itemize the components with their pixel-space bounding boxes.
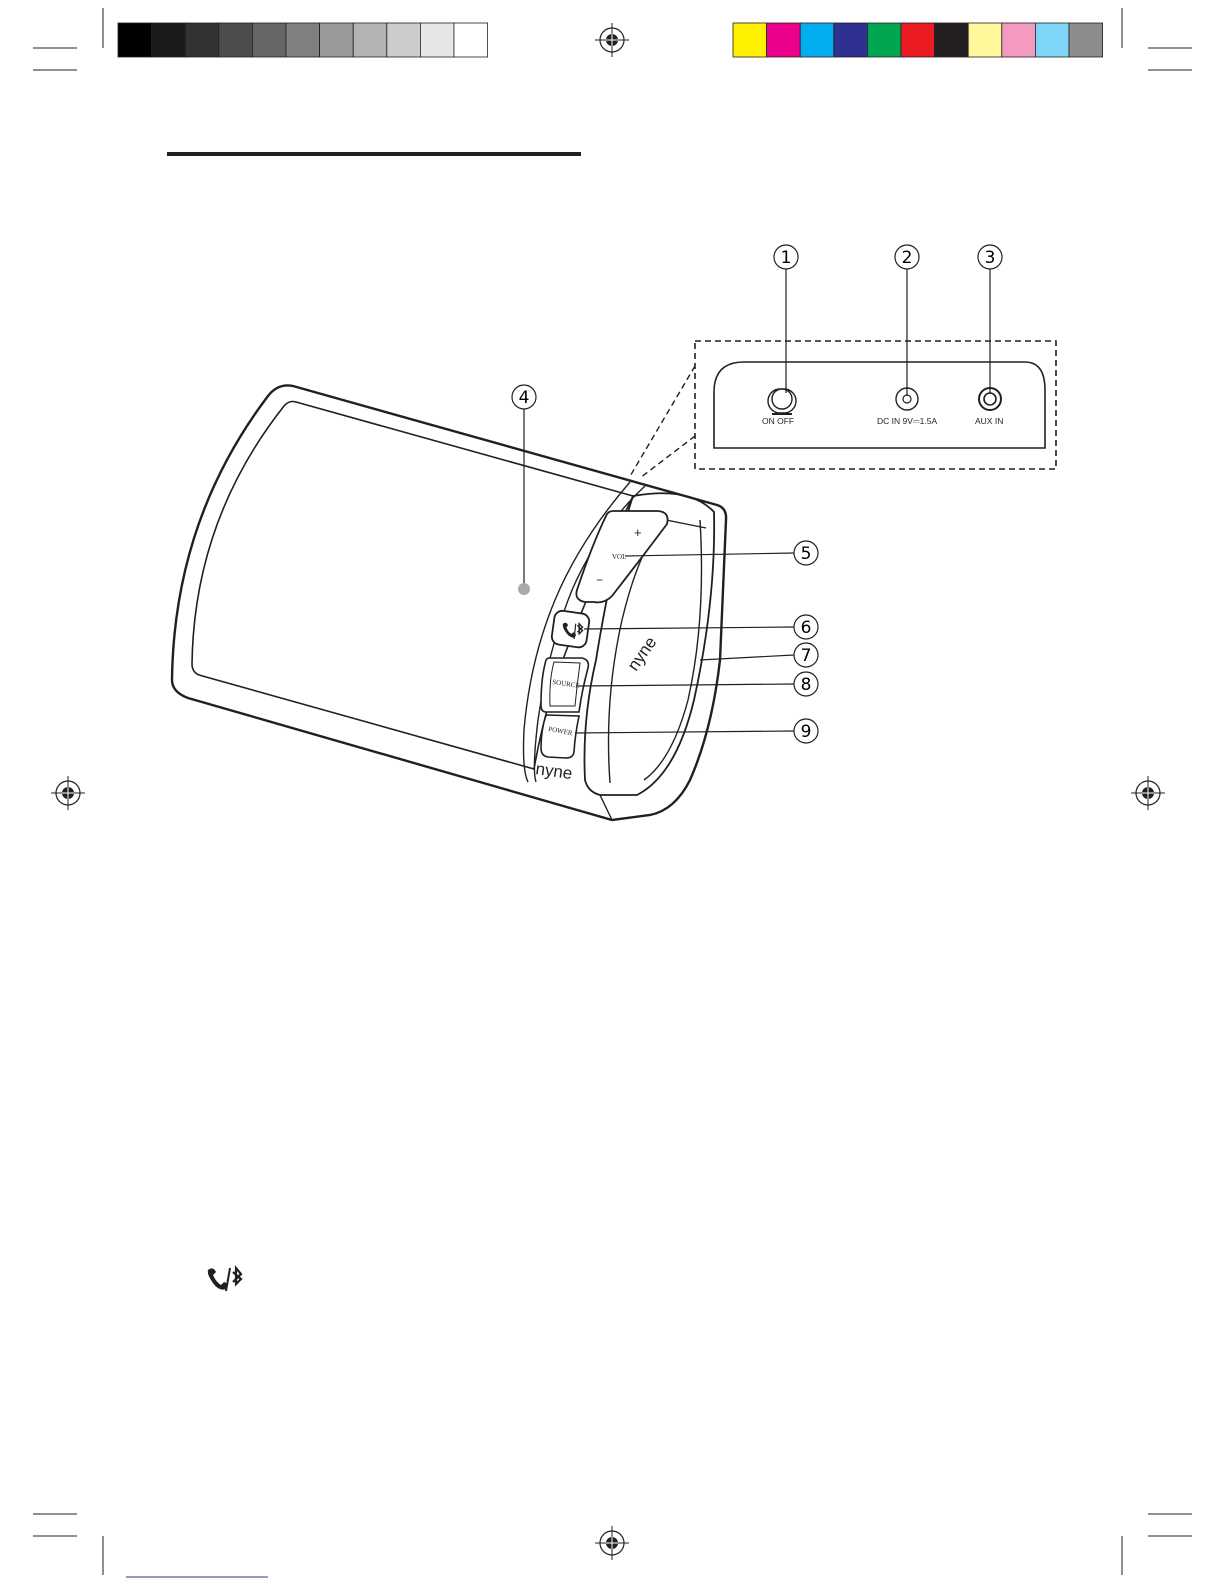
svg-text:7: 7 xyxy=(801,646,812,666)
switch-label: ON OFF xyxy=(762,416,794,426)
heading-rule xyxy=(167,152,581,156)
back-panel-inset: ON OFF DC IN 9V⎓1.5A AUX IN xyxy=(629,341,1056,478)
gray-swatch xyxy=(320,23,354,57)
speaker-illustration xyxy=(172,385,726,820)
svg-text:2: 2 xyxy=(902,248,913,268)
registration-mark-right xyxy=(1131,776,1165,810)
power-button: POWER xyxy=(541,715,579,758)
color-swatch xyxy=(1002,23,1036,57)
svg-text:4: 4 xyxy=(519,388,530,408)
aux-in-label: AUX IN xyxy=(975,416,1003,426)
color-swatch-bar xyxy=(733,23,1103,57)
gray-swatch xyxy=(252,23,286,57)
gray-swatch xyxy=(219,23,253,57)
color-swatch xyxy=(1069,23,1103,57)
color-swatch xyxy=(935,23,969,57)
vol-label: VOL xyxy=(612,553,626,561)
grayscale-swatch-bar xyxy=(118,23,488,57)
svg-text:6: 6 xyxy=(801,618,812,638)
svg-text:1: 1 xyxy=(781,248,792,268)
registration-mark-top xyxy=(595,23,629,57)
speaker-outer-shell xyxy=(172,385,726,820)
svg-text:8: 8 xyxy=(801,675,812,695)
color-swatch xyxy=(1035,23,1069,57)
gray-swatch xyxy=(185,23,219,57)
svg-text:5: 5 xyxy=(801,544,812,564)
vol-plus-label: + xyxy=(634,525,642,540)
gray-swatch xyxy=(286,23,320,57)
gray-swatch xyxy=(454,23,488,57)
gray-swatch xyxy=(420,23,454,57)
gray-swatch xyxy=(152,23,186,57)
registration-mark-left xyxy=(51,776,85,810)
color-swatch xyxy=(867,23,901,57)
led-indicator xyxy=(518,583,530,595)
gray-swatch xyxy=(353,23,387,57)
dc-in-label: DC IN 9V⎓1.5A xyxy=(877,416,937,426)
vol-minus-label: − xyxy=(596,573,603,587)
gray-swatch xyxy=(118,23,152,57)
color-swatch xyxy=(733,23,767,57)
svg-text:9: 9 xyxy=(801,722,812,742)
color-swatch xyxy=(901,23,935,57)
color-swatch xyxy=(834,23,868,57)
color-swatch xyxy=(767,23,801,57)
svg-text:3: 3 xyxy=(985,248,996,268)
registration-mark-bottom xyxy=(595,1526,629,1560)
color-swatch xyxy=(968,23,1002,57)
phone-bluetooth-icon xyxy=(208,1268,241,1291)
color-swatch xyxy=(800,23,834,57)
gray-swatch xyxy=(387,23,421,57)
